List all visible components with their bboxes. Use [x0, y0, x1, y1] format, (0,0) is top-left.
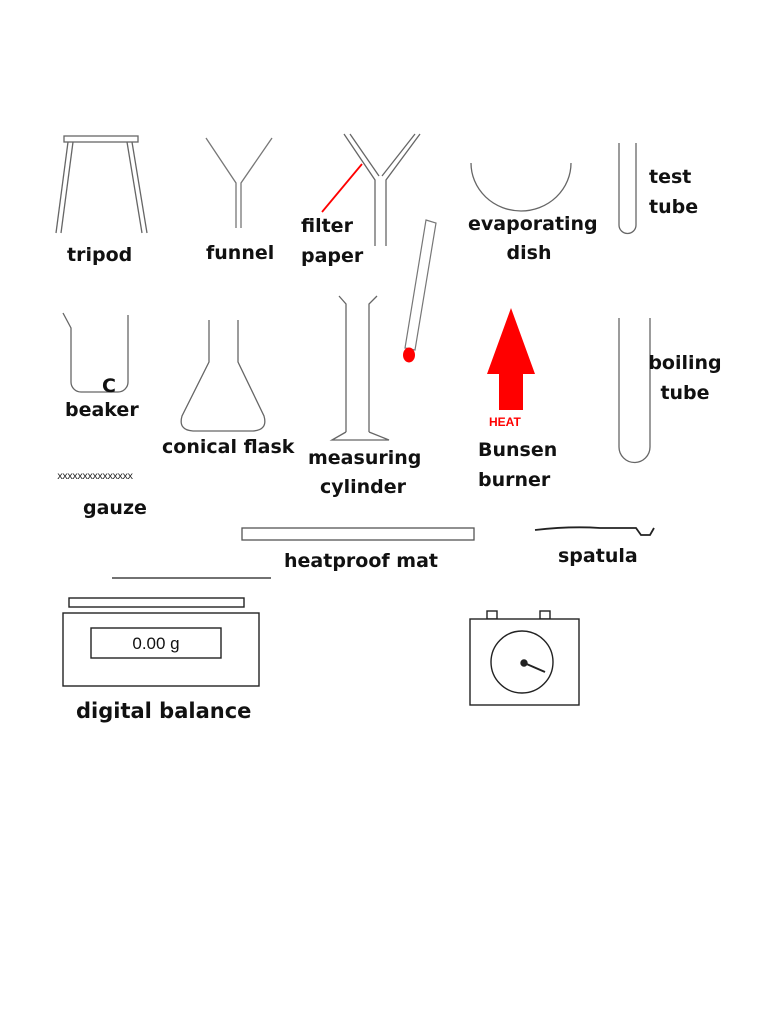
label-test-tube-line1: test: [649, 166, 692, 188]
label-spatula: spatula: [558, 545, 638, 567]
heat-arrow-icon: [487, 308, 535, 410]
balance-readout: 0.00 g: [132, 634, 180, 653]
digital-balance-drawing: [62, 597, 260, 687]
label-filter-paper-line1: filter: [301, 215, 353, 237]
label-evaporating-dish-line2: dish: [506, 241, 552, 264]
label-filter-paper-line2: paper: [301, 244, 364, 267]
evaporating-dish-drawing: [470, 162, 572, 212]
filter-paper-drawing: [321, 133, 421, 246]
label-test-tube: test tube: [649, 166, 698, 220]
label-bunsen-burner-line2: burner: [478, 468, 551, 491]
label-evaporating-dish-line1: evaporating: [468, 213, 598, 235]
label-tripod: tripod: [67, 244, 133, 266]
label-beaker-mark: C: [102, 375, 116, 397]
label-heatproof-mat: heatproof mat: [284, 550, 438, 572]
gauze-pattern: xxxxxxxxxxxxxxx: [57, 471, 133, 482]
matchstick-drawing: [403, 219, 437, 363]
measuring-cylinder-drawing: [329, 295, 390, 441]
label-boiling-tube-line1: boiling: [648, 352, 722, 374]
label-measuring-cylinder: measuring cylinder: [308, 447, 422, 500]
label-test-tube-line2: tube: [649, 195, 699, 218]
label-measuring-cylinder-line1: measuring: [308, 447, 422, 469]
heat-label: HEAT: [489, 415, 521, 429]
label-boiling-tube: boiling tube: [648, 352, 722, 406]
label-bunsen-burner: Bunsen burner: [478, 439, 557, 493]
label-filter-paper: filter paper: [301, 215, 363, 269]
conical-flask-drawing: [180, 320, 266, 432]
tripod-drawing: [55, 135, 148, 234]
test-tube-drawing: [618, 143, 637, 235]
label-gauze: gauze: [83, 497, 147, 519]
beaker-drawing: [62, 312, 129, 393]
label-measuring-cylinder-line2: cylinder: [319, 475, 407, 498]
spatula-drawing: [534, 526, 655, 536]
label-conical-flask: conical flask: [162, 436, 295, 458]
heatproof-mat-drawing: [241, 527, 475, 541]
label-bunsen-burner-line1: Bunsen: [478, 439, 558, 461]
label-evaporating-dish: evaporating dish: [468, 213, 598, 266]
stopclock-drawing: [469, 610, 580, 706]
label-digital-balance: digital balance: [76, 699, 252, 723]
boiling-tube-drawing: [618, 318, 651, 464]
label-boiling-tube-line2: tube: [660, 381, 710, 404]
label-funnel: funnel: [206, 242, 275, 264]
label-beaker: beaker: [65, 399, 139, 421]
funnel-drawing: [205, 137, 273, 228]
